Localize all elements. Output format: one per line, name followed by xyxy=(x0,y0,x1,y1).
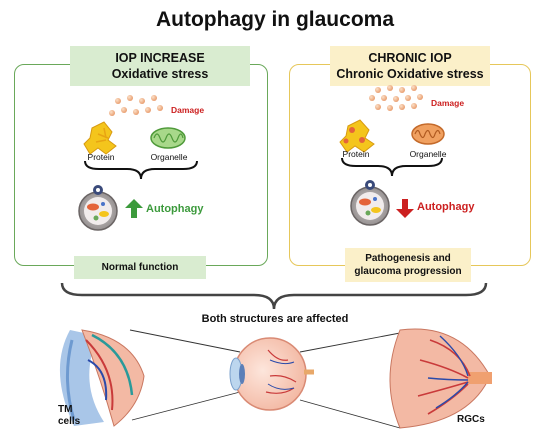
both-affected-label: Both structures are affected xyxy=(201,313,349,325)
left-autophagy-label: Autophagy xyxy=(146,203,204,215)
left-mitochondrion-icon xyxy=(150,127,186,149)
down-arrow-icon xyxy=(396,199,414,218)
tm-cross-section xyxy=(59,329,145,427)
left-damage-dots xyxy=(109,95,163,116)
left-header-line2: Oxidative stress xyxy=(111,67,209,81)
right-footer: Pathogenesis and glaucoma progression xyxy=(345,248,471,282)
right-damage-dots xyxy=(369,85,423,111)
right-protein-label: Protein xyxy=(342,149,370,159)
tm-label-line2: cells xyxy=(58,416,81,427)
left-header-line1: IOP INCREASE xyxy=(115,51,205,65)
right-header-line2: Chronic Oxidative stress xyxy=(336,67,484,81)
right-header-line1: CHRONIC IOP xyxy=(368,51,452,65)
page-title: Autophagy in glaucoma xyxy=(155,8,394,31)
up-arrow-icon xyxy=(125,199,143,218)
left-autophagosome-icon xyxy=(78,185,118,231)
right-autophagy-label: Autophagy xyxy=(417,201,475,213)
rgc-label: RGCs xyxy=(457,414,485,425)
right-autophagosome-icon xyxy=(350,180,390,226)
rgc-retina xyxy=(389,328,492,429)
left-damage-label: Damage xyxy=(171,105,205,115)
left-protein-label: Protein xyxy=(87,152,115,162)
tm-cells-label: TM cells xyxy=(58,404,80,428)
right-protein-icon xyxy=(339,119,375,153)
tm-label-line1: TM xyxy=(58,404,73,415)
left-panel-header: IOP INCREASE Oxidative stress xyxy=(70,46,250,86)
left-footer: Normal function xyxy=(74,256,206,279)
left-protein-icon xyxy=(83,121,117,155)
right-panel-header: CHRONIC IOP Chronic Oxidative stress xyxy=(330,46,490,86)
left-panel-frame xyxy=(14,64,268,266)
right-damage-label: Damage xyxy=(431,98,465,108)
right-organelle-label: Organelle xyxy=(409,149,447,159)
eye-icon xyxy=(229,337,314,411)
left-organelle-label: Organelle xyxy=(150,152,188,162)
right-footer-line2: glaucoma progression xyxy=(354,266,462,277)
right-mitochondrion-icon xyxy=(411,123,445,145)
right-footer-line1: Pathogenesis and xyxy=(365,253,451,264)
